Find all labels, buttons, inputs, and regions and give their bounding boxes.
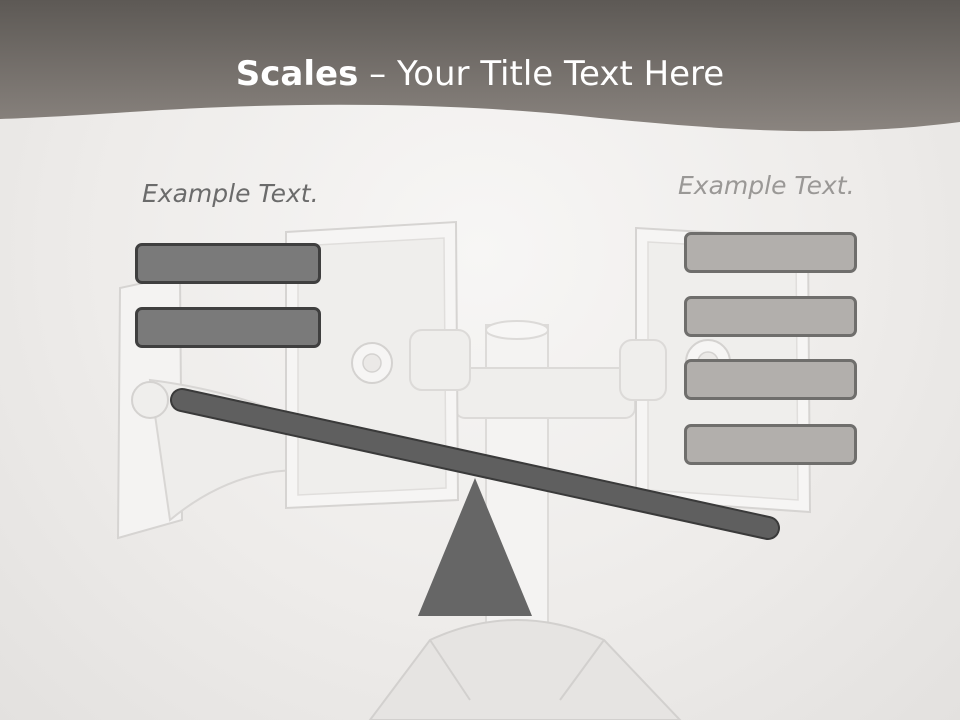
right-box-1[interactable]: [684, 232, 857, 273]
left-box-2[interactable]: [135, 307, 321, 348]
right-box-2[interactable]: [684, 296, 857, 337]
slide-title: Scales – Your Title Text Here: [0, 52, 960, 96]
right-box-3[interactable]: [684, 359, 857, 400]
title-rest-part: – Your Title Text Here: [358, 54, 725, 94]
right-caption: Example Text.: [678, 171, 855, 200]
right-box-4[interactable]: [684, 424, 857, 465]
title-bold-part: Scales: [235, 54, 359, 94]
left-caption: Example Text.: [142, 179, 319, 208]
left-box-1[interactable]: [135, 243, 321, 284]
fulcrum-triangle: [418, 478, 532, 616]
header-band: [0, 0, 960, 132]
